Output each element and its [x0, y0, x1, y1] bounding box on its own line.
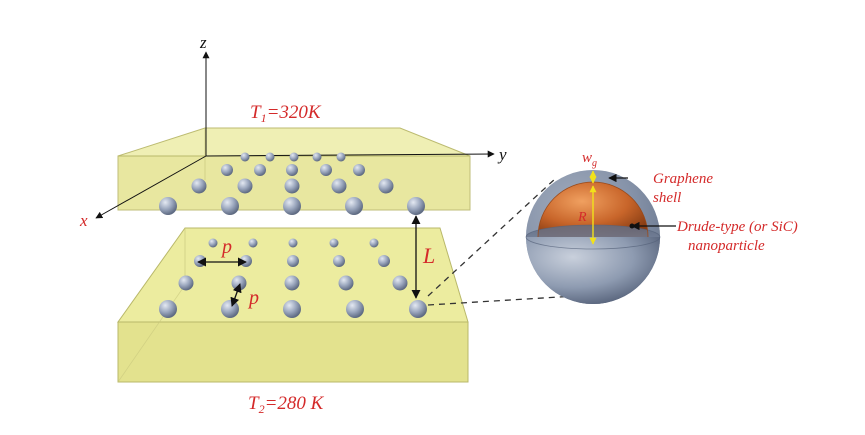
particle: [338, 275, 354, 291]
radius-label: R: [577, 210, 587, 225]
nanoparticle-label-line1: Drude-type (or SiC): [676, 219, 798, 235]
particle: [378, 255, 390, 267]
particle: [159, 300, 177, 318]
particle: [369, 238, 379, 248]
graphene-label-line2: shell: [653, 190, 681, 206]
t2-label: T2=280 K: [248, 393, 325, 416]
particle: [284, 178, 300, 194]
y-axis-line: [205, 150, 495, 158]
t1-label: T1=320K: [250, 102, 322, 125]
particle: [194, 255, 206, 267]
particle: [284, 275, 300, 291]
particle: [254, 164, 266, 176]
particle: [283, 300, 301, 318]
particle: [240, 152, 250, 162]
particle: [287, 255, 299, 267]
particle: [221, 197, 239, 215]
particle: [191, 178, 207, 194]
zoom-line-upper: [427, 177, 557, 297]
coordinate-axes: z y x: [79, 33, 507, 230]
particle: [221, 300, 239, 318]
period-diagonal-label: p: [247, 287, 259, 309]
particle: [288, 238, 298, 248]
particle: [346, 300, 364, 318]
particle: [312, 152, 322, 162]
particle: [407, 197, 425, 215]
particle: [178, 275, 194, 291]
particle: [237, 178, 253, 194]
x-axis-line: [95, 155, 207, 219]
particle: [333, 255, 345, 267]
particle: [248, 238, 258, 248]
gap-label: L: [422, 243, 435, 268]
particle: [331, 178, 347, 194]
y-axis-label: y: [497, 145, 507, 164]
particle: [283, 197, 301, 215]
nanoparticle-label-line2: nanoparticle: [688, 238, 765, 254]
particle: [345, 197, 363, 215]
particle: [320, 164, 332, 176]
graphene-label-line1: Graphene: [653, 171, 713, 187]
particle: [353, 164, 365, 176]
core-shell-nanoparticle: R wg: [525, 150, 661, 304]
particle: [378, 178, 394, 194]
period-horizontal-label: p: [220, 236, 232, 258]
lower-particle-lattice: [159, 238, 427, 318]
shell-thickness-label: wg: [582, 150, 597, 169]
particle: [329, 238, 339, 248]
x-axis-label: x: [79, 211, 88, 230]
particle: [409, 300, 427, 318]
lower-slab-front-face: [117, 321, 469, 383]
upper-slab-top-face: [117, 127, 471, 157]
particle: [208, 238, 218, 248]
particle: [289, 152, 299, 162]
period-diagonal-arrow: [230, 283, 242, 307]
z-axis-label: z: [199, 33, 207, 52]
upper-particle-lattice: [159, 152, 425, 215]
lower-slab: [117, 227, 469, 383]
particle: [159, 197, 177, 215]
particle: [265, 152, 275, 162]
particle: [392, 275, 408, 291]
particle: [286, 164, 298, 176]
particle: [336, 152, 346, 162]
particle: [240, 255, 252, 267]
particle: [221, 164, 233, 176]
